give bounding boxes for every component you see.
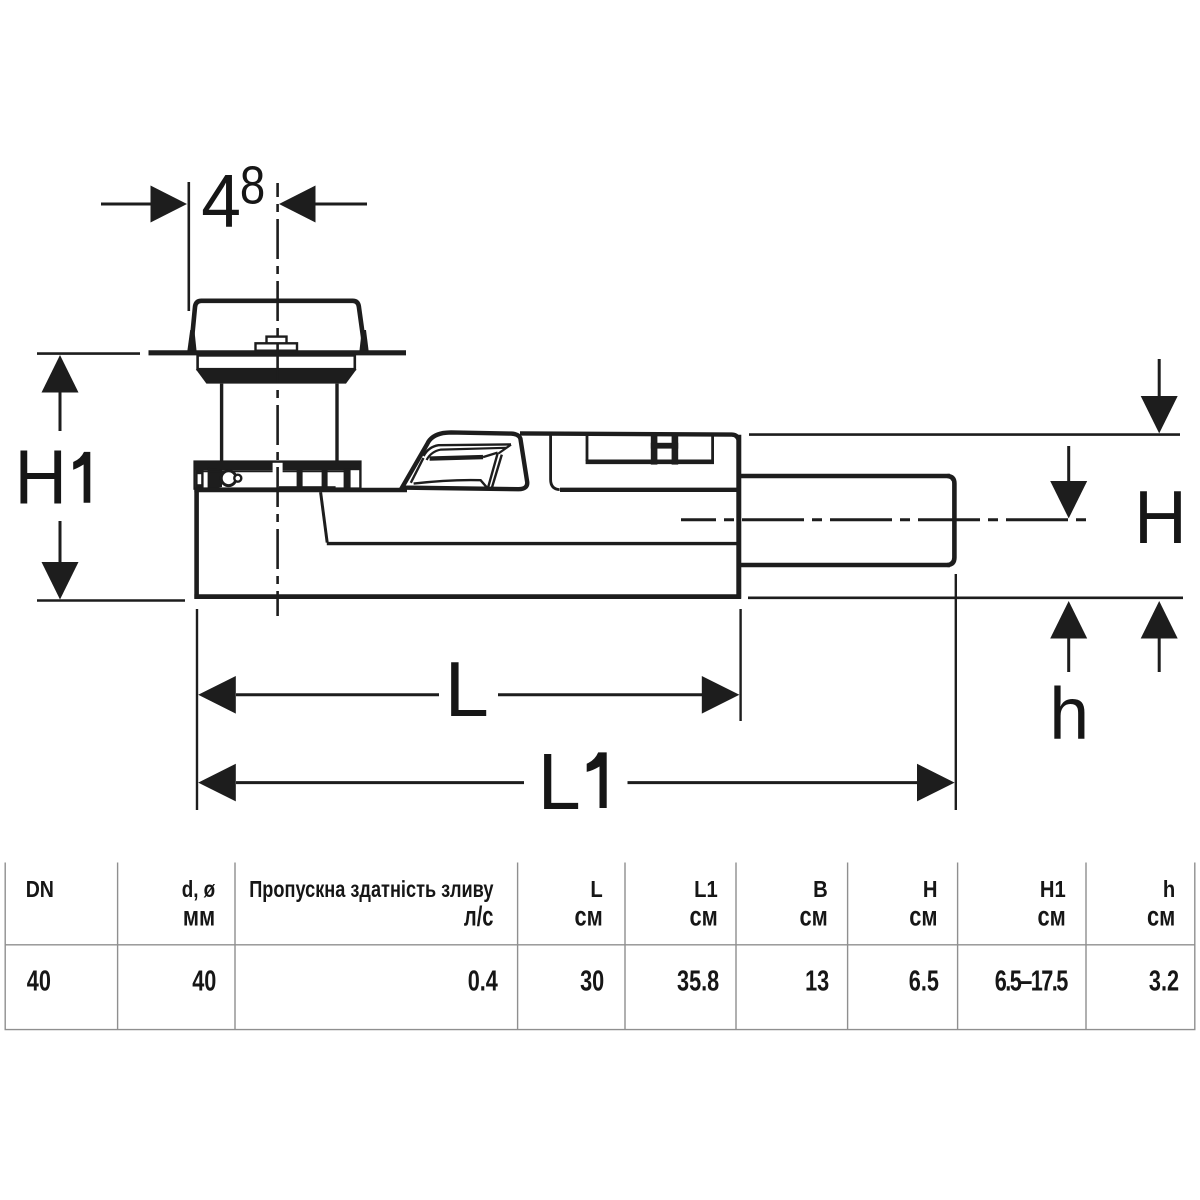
svg-text:40: 40 <box>27 966 51 998</box>
svg-text:см: см <box>1147 901 1175 932</box>
svg-text:см: см <box>800 901 828 932</box>
svg-text:B: B <box>813 876 828 903</box>
svg-text:H1: H1 <box>1040 876 1066 903</box>
svg-text:L: L <box>590 876 602 903</box>
svg-text:30: 30 <box>580 966 604 998</box>
svg-text:л/с: л/с <box>464 901 494 932</box>
svg-text:35.8: 35.8 <box>677 966 719 998</box>
svg-text:4: 4 <box>201 159 241 243</box>
svg-text:6.5: 6.5 <box>909 966 939 998</box>
svg-text:H: H <box>923 876 938 903</box>
svg-text:d, ø: d, ø <box>182 877 216 902</box>
svg-text:см: см <box>690 901 718 932</box>
svg-text:h: h <box>1049 674 1089 755</box>
svg-text:40: 40 <box>192 966 216 998</box>
svg-text:L: L <box>445 645 489 732</box>
svg-text:13: 13 <box>805 966 829 998</box>
svg-text:H: H <box>1134 475 1187 559</box>
svg-text:8: 8 <box>240 155 265 215</box>
svg-text:см: см <box>909 901 937 932</box>
svg-text:см: см <box>575 901 603 932</box>
svg-text:h: h <box>1163 876 1175 903</box>
svg-text:L1: L1 <box>694 876 718 903</box>
svg-text:DN: DN <box>26 877 54 903</box>
svg-text:H: H <box>15 434 68 520</box>
svg-text:см: см <box>1038 901 1066 932</box>
svg-text:6.5–17.5: 6.5–17.5 <box>995 966 1069 998</box>
svg-text:L: L <box>538 737 581 826</box>
svg-text:Пропускна здатність зливу: Пропускна здатність зливу <box>249 877 494 903</box>
svg-text:мм: мм <box>183 901 215 932</box>
svg-text:3.2: 3.2 <box>1149 966 1179 998</box>
svg-text:0.4: 0.4 <box>468 966 498 998</box>
